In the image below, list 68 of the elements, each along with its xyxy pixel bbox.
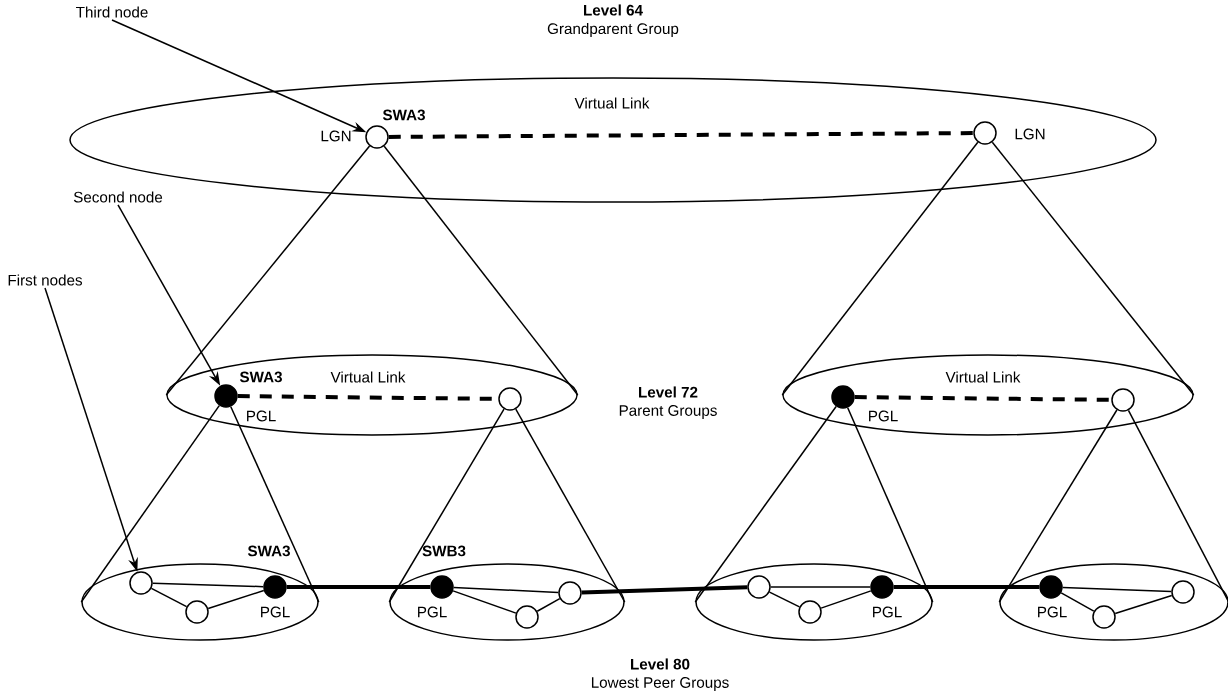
link-line — [536, 597, 561, 612]
group-ellipse — [389, 563, 625, 641]
node-label: SWA3 — [382, 109, 425, 121]
cone-line — [515, 408, 626, 603]
group-ellipse — [69, 77, 1157, 203]
edge-label: Virtual Link — [943, 369, 1023, 385]
link-line — [768, 591, 801, 608]
level-label: Level 80 — [631, 658, 690, 670]
node-label: LGN — [1015, 128, 1045, 140]
node-circle — [747, 575, 771, 599]
link-line — [820, 590, 872, 609]
level-caption: Grandparent Group — [547, 22, 679, 38]
link-line — [152, 582, 264, 588]
thick-link — [893, 585, 1040, 589]
node-circle — [1092, 605, 1116, 629]
node-label: PGL — [1038, 606, 1067, 618]
annotation-text: Second node — [73, 191, 163, 203]
dashed-link — [854, 395, 1112, 402]
cone-line — [694, 405, 837, 603]
link-line — [1060, 592, 1095, 612]
cone-line — [230, 405, 320, 603]
node-circle — [1111, 388, 1135, 412]
cone-line — [80, 404, 220, 603]
thick-link — [286, 585, 431, 589]
node-circle — [129, 571, 153, 595]
node-circle — [1171, 580, 1195, 604]
level-caption: Lowest Peer Groups — [592, 677, 729, 691]
group-ellipse — [695, 563, 933, 641]
level-label: Level 64 — [584, 4, 643, 16]
cone-line — [388, 408, 505, 603]
link-line — [150, 587, 188, 608]
node-label: PGL — [247, 410, 276, 422]
link-line — [770, 586, 871, 588]
node-label: PGL — [418, 606, 447, 618]
cone-line — [781, 141, 979, 396]
node-circle — [515, 605, 539, 629]
node-circle — [185, 600, 209, 624]
node-circle — [558, 581, 582, 605]
edge-label: Virtual Link — [572, 95, 652, 111]
node-label: LGN — [321, 130, 351, 142]
thick-link — [581, 585, 748, 595]
annotation-text: Third node — [76, 6, 148, 18]
edge-label: Virtual Link — [328, 369, 408, 385]
cone-line — [383, 145, 579, 396]
group-ellipse — [81, 563, 319, 641]
cone-line — [991, 141, 1195, 396]
level-label: Level 72 — [639, 386, 698, 398]
group-ellipse — [166, 354, 578, 436]
node-label: SWB3 — [422, 545, 466, 557]
node-label: PGL — [261, 606, 290, 618]
node-label: PGL — [869, 410, 898, 422]
node-label: SWA3 — [247, 545, 290, 557]
link-line — [1062, 586, 1172, 593]
annotation-text: First nodes — [8, 274, 83, 286]
node-label: PGL — [873, 606, 902, 618]
cone-line — [998, 409, 1118, 603]
link-line — [452, 590, 517, 614]
level-caption: Parent Groups — [619, 405, 717, 419]
link-line — [207, 589, 265, 610]
node-label: SWA3 — [239, 371, 282, 383]
node-circle — [798, 600, 822, 624]
cone-line — [846, 407, 934, 603]
cone-line — [165, 145, 371, 396]
group-ellipse — [782, 354, 1194, 436]
link-line — [453, 586, 559, 594]
dashed-link — [388, 131, 974, 139]
node-circle — [498, 387, 522, 411]
link-line — [1114, 594, 1173, 615]
